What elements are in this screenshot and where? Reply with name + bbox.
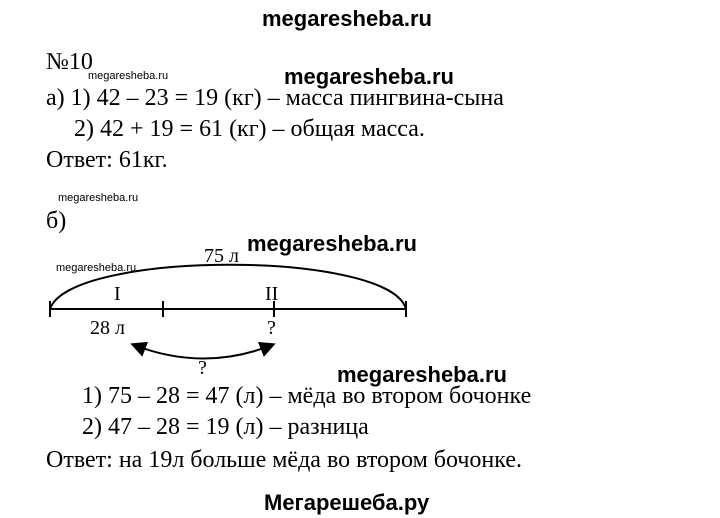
part-a-step1: а) 1) 42 – 23 = 19 (кг) – масса пингвина…: [46, 84, 504, 112]
segment1-name: I: [114, 283, 121, 305]
total-arc: [49, 263, 407, 310]
watermark-top: megaresheba.ru: [262, 6, 432, 31]
watermark-small-diagram: megaresheba.ru: [56, 262, 137, 274]
segment2-name: II: [265, 283, 278, 305]
part-a-step2: 2) 42 + 19 = 61 (кг) – общая масса.: [74, 116, 425, 142]
difference-arc: [130, 341, 276, 360]
part-a-step1-text: 1) 42 – 23 = 19 (кг) – масса пингвина-сы…: [70, 85, 504, 111]
segment-diagram: 75 л I II 28 л ? ?: [49, 245, 407, 379]
part-b-label: б): [46, 208, 67, 234]
watermark-diagram: megaresheba.ru: [247, 231, 417, 256]
part-a-label: а): [46, 85, 65, 111]
segment1-value: 28 л: [90, 317, 125, 339]
part-b-step1: 1) 75 – 28 = 47 (л) – мёда во втором боч…: [82, 383, 532, 409]
watermark-after-diagram: megaresheba.ru: [337, 362, 507, 387]
total-label: 75 л: [204, 245, 239, 267]
watermark-small: megaresheba.ru: [88, 70, 169, 82]
segment2-value: ?: [267, 317, 276, 339]
watermark-footer: Мегарешеба.ру: [264, 490, 430, 515]
task-number: №10: [46, 49, 93, 75]
difference-label: ?: [198, 357, 207, 379]
watermark-line-a1: megaresheba.ru: [284, 64, 454, 89]
part-a-answer: Ответ: 61кг.: [46, 147, 168, 173]
part-b-answer: Ответ: на 19л больше мёда во втором бочо…: [46, 447, 522, 473]
part-b-step2: 2) 47 – 28 = 19 (л) – разница: [82, 414, 369, 440]
watermark-small-b: megaresheba.ru: [58, 192, 139, 204]
